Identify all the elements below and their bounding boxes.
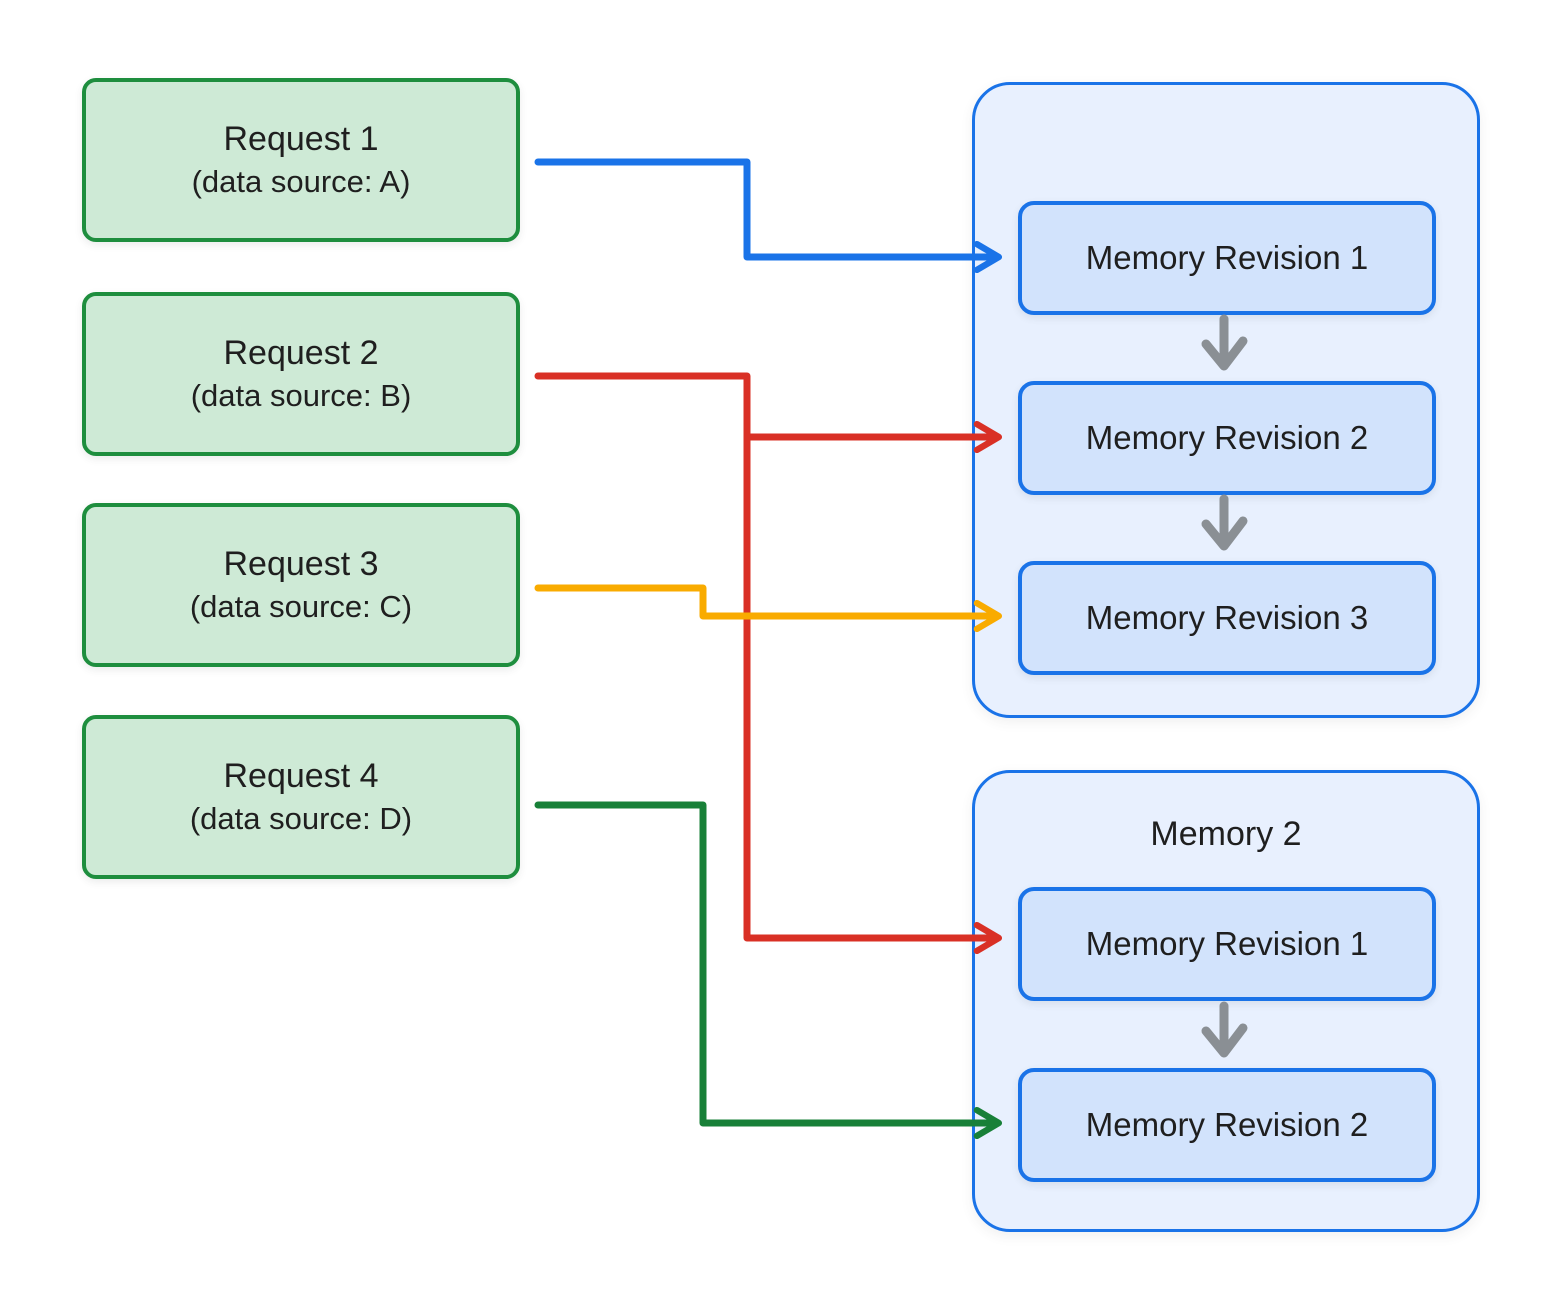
connector-request2-to-memory2-revision1 [534,372,1003,955]
request-2-box: Request 2 (data source: B) [82,292,520,456]
request-1-subtitle: (data source: A) [191,164,411,200]
request-4-box: Request 4 (data source: D) [82,715,520,879]
memory-1-revision-3-box: Memory Revision 3 [1018,561,1436,675]
request-3-subtitle: (data source: C) [189,589,413,625]
request-4-subtitle: (data source: D) [189,801,413,837]
request-3-title: Request 3 [223,544,379,583]
memory-1-revision-1-box: Memory Revision 1 [1018,201,1436,315]
memory-1-revision-2-box: Memory Revision 2 [1018,381,1436,495]
connector-request4-to-memory2-revision2 [534,801,1003,1140]
connector-request3-to-memory1-revision3 [534,584,1003,633]
request-2-title: Request 2 [223,333,379,372]
memory-1-revision-1-label: Memory Revision 1 [1085,239,1369,276]
memory-2-revision-2-box: Memory Revision 2 [1018,1068,1436,1182]
memory-1-revision-3-label: Memory Revision 3 [1085,599,1369,636]
request-2-subtitle: (data source: B) [190,378,412,414]
memory-2-revision-2-label: Memory Revision 2 [1085,1106,1369,1143]
memory-2-title: Memory 2 [1150,815,1302,853]
memory-1-revision-2-label: Memory Revision 2 [1085,419,1369,456]
memory-2-revision-1-box: Memory Revision 1 [1018,887,1436,1001]
request-1-title: Request 1 [223,119,379,158]
memory-2-container: Memory 2 Memory Revision 1 Memory Revisi… [972,770,1480,1232]
memory-1-container: Memory 1 Memory Revision 1 Memory Revisi… [972,82,1480,718]
request-1-box: Request 1 (data source: A) [82,78,520,242]
memory-2-revision-1-label: Memory Revision 1 [1085,925,1369,962]
request-3-box: Request 3 (data source: C) [82,503,520,667]
request-4-title: Request 4 [223,756,379,795]
connector-request1-to-memory1-revision1 [534,158,1003,274]
